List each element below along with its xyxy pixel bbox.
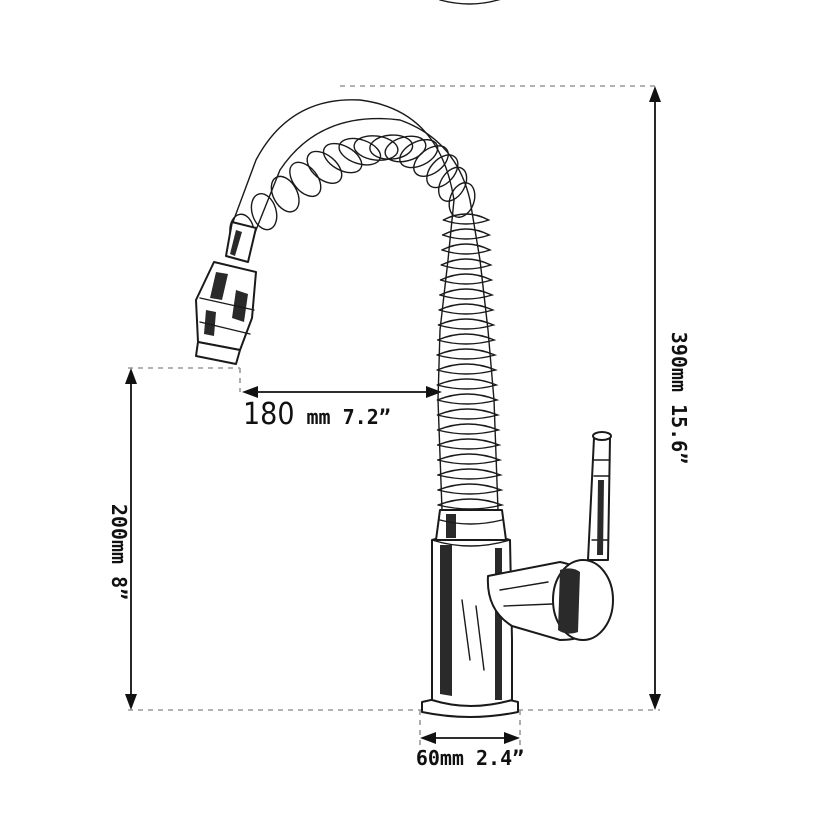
spring-coil [306, 150, 343, 184]
spout-reach-unit: mm 7.2” [307, 405, 391, 429]
spring-coil [437, 468, 503, 480]
dimension-total-height: 390mm 15.6” [649, 86, 691, 710]
spout-reach-value: 180 [243, 397, 295, 432]
extension-lines [128, 85, 660, 760]
spring-arc-coils [229, 134, 476, 251]
spring-coil [353, 135, 399, 161]
spring-coil [338, 137, 382, 166]
spray-nozzle [195, 341, 241, 365]
spring-coil [436, 423, 501, 435]
spring-coil [437, 498, 505, 510]
spring-coil [441, 243, 492, 255]
spring-coil [413, 145, 449, 177]
arrow-head-down [125, 694, 137, 710]
arrow-head-right [426, 386, 442, 398]
spring-arc [229, 99, 471, 241]
spring-coil [437, 166, 468, 202]
dimension-spout-height: 200mm 8” [107, 368, 137, 710]
spring-lower-coils [436, 213, 505, 510]
spring-coil [436, 378, 499, 390]
spring-coil [270, 175, 300, 213]
spring-coil [369, 134, 414, 160]
spring-coil [437, 453, 503, 465]
spring-coil [438, 303, 495, 315]
spout-height-label: 200mm 8” [107, 504, 131, 600]
spring-coil [437, 318, 496, 330]
dimension-base-diameter: 60mm 2.4” [416, 732, 524, 770]
spring-coil [289, 161, 322, 198]
arrow-head-left [242, 386, 258, 398]
spring-coil [439, 273, 494, 285]
arrow-head-down [649, 694, 661, 710]
spring-coil [442, 213, 491, 225]
arrow-head-left [420, 732, 436, 744]
arrow-head-up [125, 368, 137, 384]
spray-neck [225, 221, 257, 263]
faucet-illustration [195, 0, 614, 718]
spring-coil [384, 135, 427, 163]
dimension-spout-reach: 180 mm 7.2” [242, 386, 442, 432]
spring-coil [436, 393, 500, 405]
spring-coil [436, 363, 498, 375]
spring-coil [426, 154, 459, 189]
spring-coil [439, 288, 495, 300]
spring-coil [440, 258, 493, 270]
spring-coil [441, 228, 492, 240]
spring-coil [322, 142, 363, 174]
spring-coil [436, 348, 498, 360]
base-diameter-label: 60mm 2.4” [416, 746, 524, 770]
spring-coil [437, 483, 504, 495]
spring-coil [250, 193, 278, 231]
spring-coil [448, 182, 476, 218]
total-height-label: 390mm 15.6” [667, 332, 691, 464]
spring-lower [437, 0, 501, 511]
spring-coil [437, 333, 497, 345]
arrow-head-up [649, 86, 661, 102]
spring-coil [436, 438, 502, 450]
spout-reach-label: 180 mm 7.2” [243, 397, 391, 432]
spring-coil [436, 408, 501, 420]
arrow-head-right [504, 732, 520, 744]
